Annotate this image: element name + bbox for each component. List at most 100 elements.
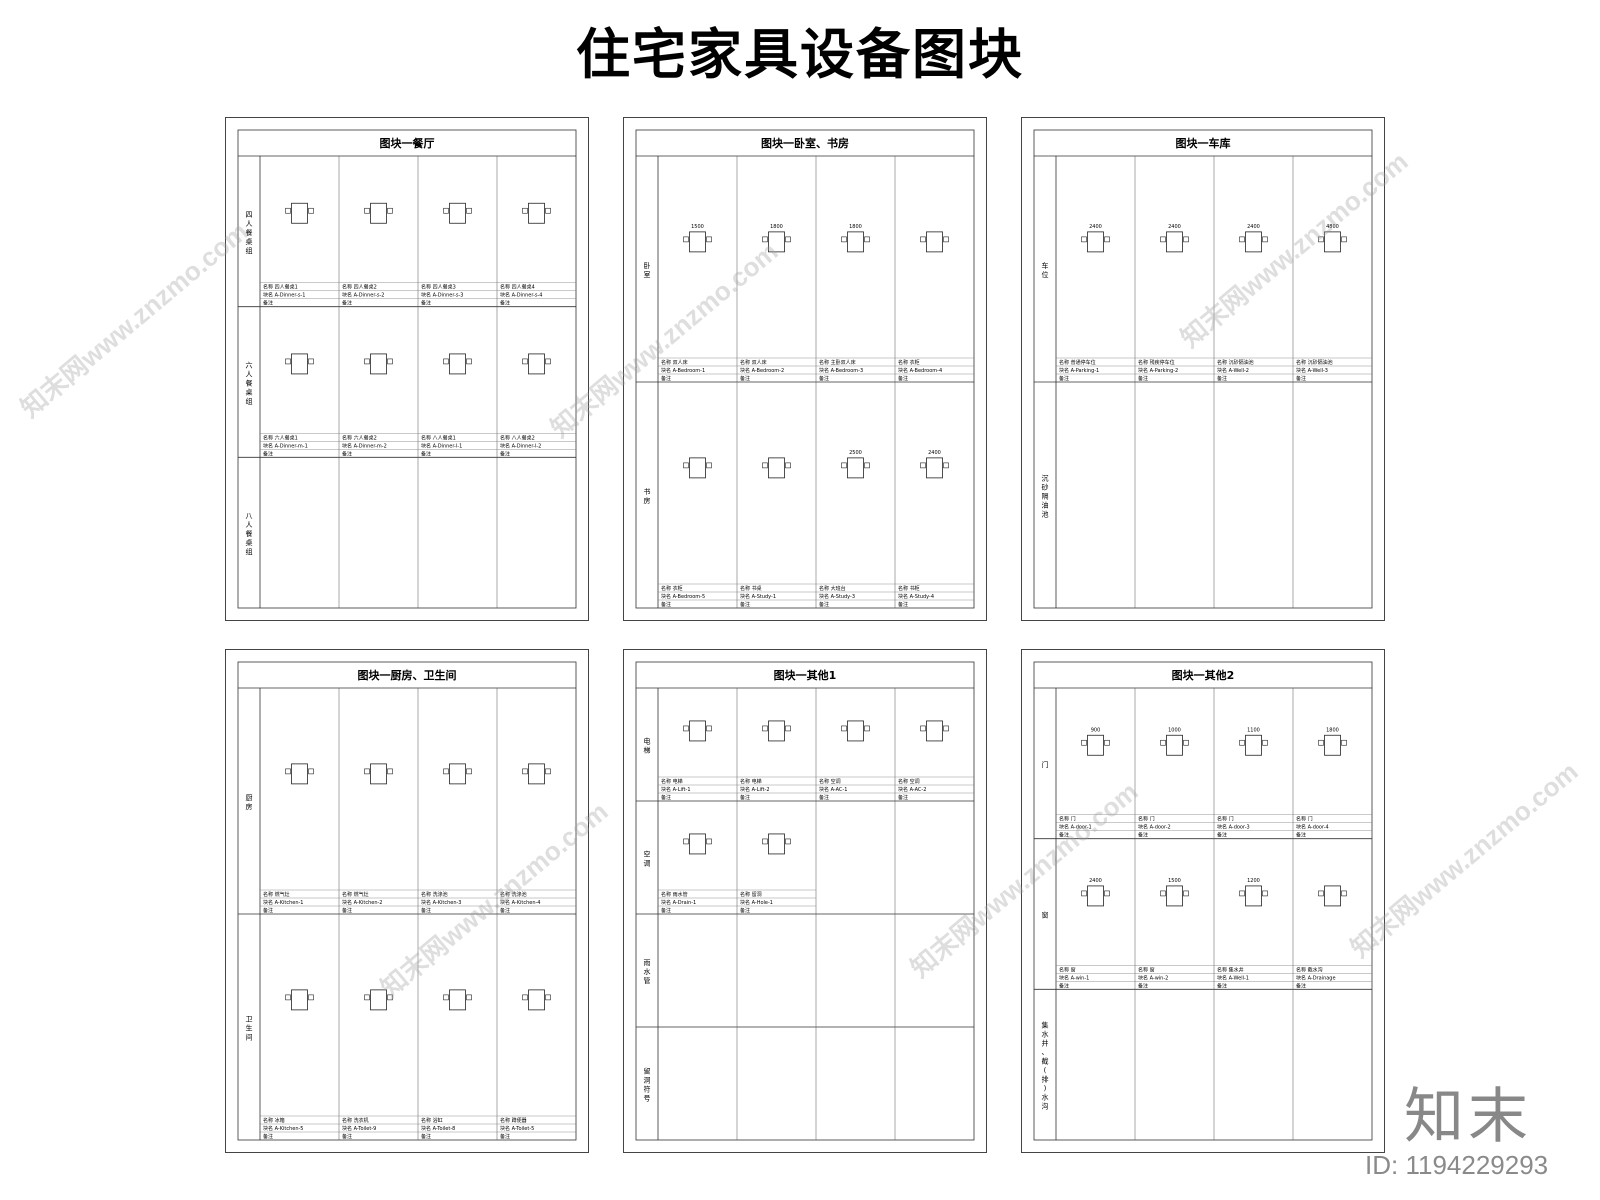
- block-remark: 备注: [661, 907, 671, 914]
- block-name: 名称 门: [1296, 816, 1313, 823]
- block-code: 块名 A-Dinner-m-2: [342, 442, 387, 449]
- table-shape: [449, 202, 466, 224]
- chair-shape: [1160, 236, 1166, 243]
- block-code: 块名 A-Dinner-m-1: [263, 442, 308, 449]
- furniture-symbol: [1318, 734, 1347, 756]
- group-label-char: 门: [1042, 760, 1049, 769]
- group-label-char: 号: [644, 1095, 651, 1103]
- chair-shape: [466, 207, 472, 214]
- dimension-label: 1500: [1168, 878, 1181, 884]
- dimension-label: 2400: [928, 450, 941, 456]
- group-label-char: 水: [1042, 1093, 1049, 1102]
- furniture-symbol: [285, 989, 314, 1011]
- chair-shape: [1318, 236, 1324, 243]
- furniture-symbol: [443, 202, 472, 224]
- block-code: 块名 A-Study-1: [740, 593, 776, 600]
- chair-shape: [443, 994, 449, 1001]
- sheet-title: 图块一卧室、书房: [761, 136, 849, 150]
- table-shape: [1087, 231, 1104, 253]
- sheet-title: 图块一其他2: [1172, 668, 1235, 682]
- furniture-symbol: [1081, 885, 1110, 907]
- inner-frame: [635, 129, 975, 609]
- chair-shape: [522, 358, 528, 365]
- table-shape: [291, 763, 308, 785]
- block-remark: 备注: [263, 300, 273, 307]
- block-remark: 备注: [1059, 375, 1069, 382]
- table-shape: [689, 231, 706, 253]
- group-label-char: 洞: [644, 1076, 651, 1085]
- furniture-symbol: [285, 763, 314, 785]
- furniture-symbol: [1318, 231, 1347, 253]
- furniture-symbol: [920, 720, 949, 742]
- table-shape: [689, 457, 706, 479]
- furniture-symbol: [1239, 885, 1268, 907]
- chair-shape: [522, 994, 528, 1001]
- chair-shape: [841, 236, 847, 243]
- block-code: 块名 A-Well-1: [1217, 974, 1249, 981]
- chair-shape: [1341, 739, 1347, 746]
- group-label-char: 四: [246, 211, 253, 219]
- table-shape: [1087, 734, 1104, 756]
- group-label-char: 人: [246, 371, 253, 379]
- block-code: 块名 A-Well-2: [1217, 367, 1249, 374]
- table-shape: [370, 202, 387, 224]
- block-remark: 备注: [740, 375, 750, 382]
- table-shape: [1324, 734, 1341, 756]
- chair-shape: [545, 768, 551, 775]
- table-shape: [528, 202, 545, 224]
- chair-shape: [1183, 890, 1189, 897]
- chair-shape: [864, 236, 870, 243]
- group-label-char: 桌: [246, 237, 253, 246]
- block-remark: 备注: [898, 601, 908, 608]
- inner-frame: [237, 129, 577, 609]
- chair-shape: [943, 725, 949, 732]
- block-remark: 备注: [1059, 982, 1069, 989]
- table-shape: [1087, 885, 1104, 907]
- furniture-symbol: [364, 353, 393, 375]
- block-name: 名称 八人餐桌1: [421, 434, 456, 441]
- chair-shape: [308, 207, 314, 214]
- table-shape: [926, 720, 943, 742]
- block-remark: 备注: [421, 300, 431, 307]
- furniture-symbol: [1318, 885, 1347, 907]
- dimension-label: 2400: [1089, 878, 1102, 884]
- block-code: 块名 A-Bedroom-3: [819, 367, 863, 374]
- chair-shape: [920, 725, 926, 732]
- group-label-char: 桌: [246, 388, 253, 397]
- group-label-char: 沟: [1042, 1102, 1049, 1111]
- table-shape: [1166, 231, 1183, 253]
- block-remark: 备注: [263, 1133, 273, 1140]
- dimension-label: 4800: [1326, 224, 1339, 230]
- block-name: 名称 雨水管: [661, 891, 688, 898]
- block-code: 块名 A-Kitchen-1: [263, 899, 303, 906]
- chair-shape: [1239, 236, 1245, 243]
- page-title: 住宅家具设备图块: [576, 23, 1024, 86]
- block-name: 名称 六人餐桌1: [263, 434, 298, 441]
- block-code: 块名 A-Dinner-s-2: [342, 292, 385, 299]
- group-label-char: 卧: [644, 262, 651, 270]
- watermark: 知末网www.znzmo.com: [14, 216, 254, 424]
- furniture-symbol: [841, 720, 870, 742]
- chair-shape: [920, 462, 926, 469]
- chair-shape: [1160, 739, 1166, 746]
- furniture-symbol: [920, 457, 949, 479]
- furniture-symbol: [443, 763, 472, 785]
- inner-frame: [237, 661, 577, 1141]
- chair-shape: [920, 236, 926, 243]
- group-label-char: 沉: [1042, 475, 1049, 483]
- chair-shape: [1239, 890, 1245, 897]
- group-label-char: 室: [644, 270, 651, 279]
- table-shape: [370, 353, 387, 375]
- block-code: 块名 A-Toilet-5: [500, 1125, 534, 1132]
- furniture-symbol: [683, 833, 712, 855]
- block-name: 名称 普通停车位: [1059, 359, 1096, 366]
- furniture-symbol: [364, 202, 393, 224]
- block-name: 名称 书柜: [898, 585, 920, 592]
- block-remark: 备注: [1217, 832, 1227, 839]
- chair-shape: [785, 725, 791, 732]
- chair-shape: [1341, 890, 1347, 897]
- chair-shape: [1318, 739, 1324, 746]
- block-remark: 备注: [263, 450, 273, 457]
